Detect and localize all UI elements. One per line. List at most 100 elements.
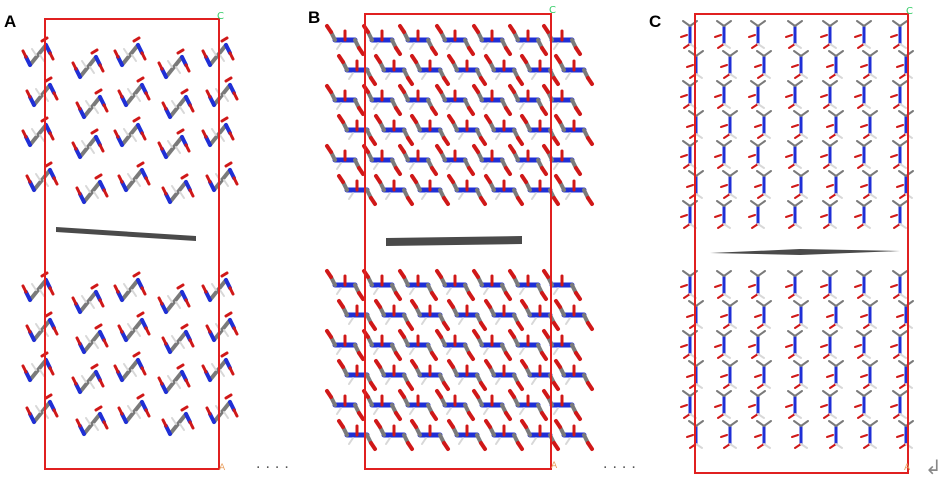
molecule (826, 300, 844, 329)
backbone-bond (856, 140, 865, 147)
hydrogen-bond (409, 162, 415, 170)
oxygen-bond (98, 63, 105, 73)
molecule (21, 351, 55, 382)
hydrogen-bond (81, 60, 87, 68)
hydrogen-bond (81, 140, 87, 148)
oxygen-bond (508, 84, 516, 94)
molecule (71, 363, 105, 394)
backbone-bond (863, 330, 872, 337)
molecule (472, 329, 512, 361)
backbone-bond (822, 330, 831, 337)
oxygen-bond (406, 381, 414, 391)
oxygen-bond (447, 299, 455, 309)
oxygen-bond (586, 441, 594, 451)
oxygen-bond (357, 411, 365, 421)
oxygen-bond (472, 144, 480, 154)
molecule (410, 419, 450, 451)
oxygen-bond (890, 34, 898, 38)
molecule (748, 330, 766, 359)
molecule (21, 36, 55, 67)
oxygen-bond (540, 291, 548, 301)
hydrogen-bond (800, 383, 808, 389)
backbone-bond (763, 170, 772, 177)
hydrogen-bond (385, 437, 391, 445)
oxygen-bond (369, 196, 377, 206)
oxygen-bond (467, 351, 475, 361)
oxygen-bond (826, 124, 834, 128)
oxygen-bond (484, 54, 492, 64)
molecule (520, 114, 560, 146)
oxygen-bond (161, 418, 168, 428)
oxygen-bond (98, 378, 105, 388)
hydrogen-bond (348, 317, 354, 325)
oxygen-bond (71, 376, 78, 386)
oxygen-bond (430, 411, 438, 421)
molecule (820, 390, 838, 419)
oxygen-bond (232, 91, 239, 101)
oxygen-bond (863, 133, 871, 139)
oxygen-bond (508, 389, 516, 399)
backbone-bond (757, 140, 766, 147)
molecule (748, 80, 766, 109)
molecule (374, 419, 414, 451)
hydrogen-bond (421, 132, 427, 140)
backbone-bond (856, 80, 865, 87)
hydrogen-bond (179, 423, 185, 431)
molecule (337, 114, 377, 146)
oxygen-bond (829, 443, 837, 449)
oxygen-bond (44, 393, 53, 400)
oxygen-bond (820, 154, 828, 158)
hydrogen-bond (835, 133, 843, 139)
molecule (785, 140, 803, 169)
oxygen-bond (683, 223, 691, 229)
oxygen-bond (442, 381, 450, 391)
backbone-bond (750, 390, 759, 397)
oxygen-bond (75, 418, 82, 428)
molecule (484, 419, 524, 451)
oxygen-bond (398, 144, 406, 154)
oxygen-bond (406, 76, 414, 86)
hydrogen-bond (336, 287, 342, 295)
oxygen-bond (520, 359, 528, 369)
oxygen-bond (820, 404, 828, 408)
oxygen-bond (820, 34, 828, 38)
oxygen-bond (205, 324, 212, 334)
oxygen-bond (554, 54, 562, 64)
molecule (542, 84, 582, 116)
hydrogen-bond (93, 191, 99, 199)
hydrogen-bond (81, 295, 87, 303)
oxygen-bond (406, 441, 414, 451)
backbone-bond (863, 200, 872, 207)
oxygen-bond (723, 193, 731, 199)
molecule (826, 170, 844, 199)
hydrogen-bond (763, 193, 771, 199)
hydrogen-bond (757, 103, 765, 109)
hydrogen-bond (127, 88, 133, 96)
oxygen-bond (757, 383, 765, 389)
oxygen-bond (71, 61, 78, 71)
oxygen-bond (140, 366, 147, 376)
hydrogen-bond (483, 162, 489, 170)
molecule (508, 84, 548, 116)
backbone-bond (800, 360, 809, 367)
molecule (860, 170, 878, 199)
molecule (785, 330, 803, 359)
molecule (854, 390, 872, 419)
backbone-bond (82, 412, 102, 436)
hydrogen-bond (135, 94, 141, 102)
oxygen-bond (552, 321, 560, 331)
oxygen-bond (25, 324, 32, 334)
backbone-bond (863, 270, 872, 277)
molecule (785, 270, 803, 299)
backbone-bond (793, 300, 802, 307)
molecule (714, 200, 732, 229)
oxygen-bond (228, 366, 235, 376)
oxygen-bond (394, 291, 402, 301)
oxygen-bond (94, 323, 103, 330)
oxygen-bond (180, 88, 189, 95)
backbone-bond (899, 270, 908, 277)
oxygen-bond (144, 326, 151, 336)
backbone-bond (856, 270, 865, 277)
backbone-bond (722, 420, 731, 427)
backbone-bond (829, 390, 838, 397)
